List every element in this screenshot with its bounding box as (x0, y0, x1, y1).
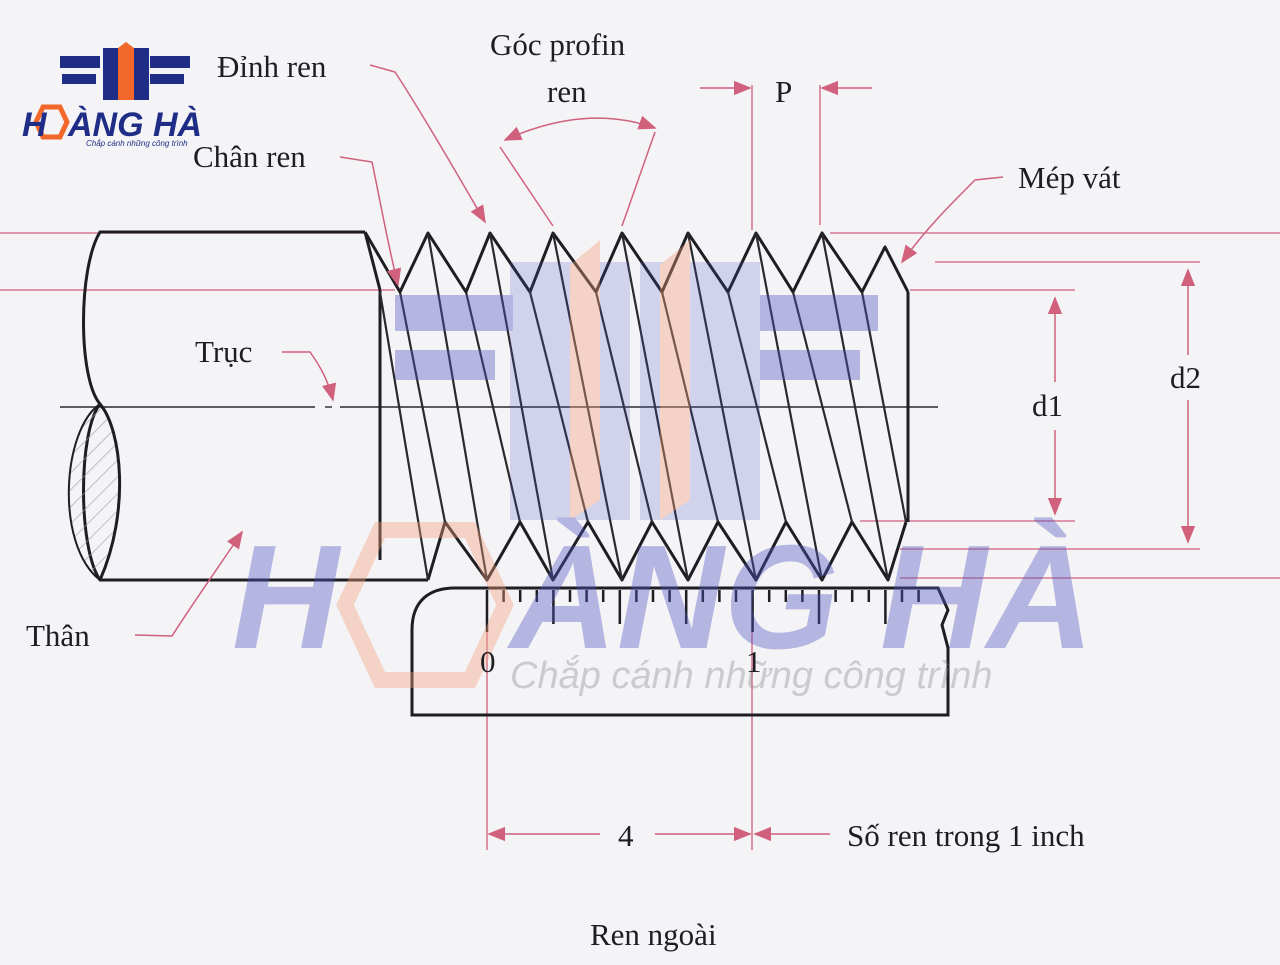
logo-brand-left: H (22, 106, 48, 144)
leader-lines (134, 64, 1004, 637)
thread-gauge (410, 586, 950, 717)
label-scale-one: 1 (746, 644, 762, 679)
label-axis: Trục (195, 334, 252, 369)
watermark-brand-left: H (232, 515, 342, 680)
gauge-ticks (485, 590, 920, 632)
dimension-arrows (487, 80, 1196, 842)
watermark-logo-mark (395, 240, 878, 520)
label-chamfer: Mép vát (1018, 160, 1121, 195)
caption-external-thread: Ren ngoài (590, 917, 717, 952)
label-threads-per-inch: Số ren trong 1 inch (847, 818, 1085, 853)
label-scale-zero: 0 (480, 644, 496, 679)
label-minor-diameter: d1 (1032, 388, 1063, 423)
label-span-count: 4 (618, 818, 634, 853)
label-profile-angle-1: Góc profin (490, 27, 626, 62)
logo-hexagon-icon (33, 104, 70, 140)
logo-mark-icon (60, 42, 190, 100)
logo-brand-right: ÀNG HÀ (67, 106, 202, 144)
label-pitch: P (775, 74, 792, 109)
label-body: Thân (26, 618, 90, 653)
thread-flanks (378, 232, 908, 581)
shaft-body (67, 230, 428, 582)
logo-tagline: Chắp cánh những công trình (86, 139, 188, 148)
guide-lines (0, 85, 1280, 850)
label-thread-root: Chân ren (193, 139, 306, 174)
watermark-brand-right: ÀNG HÀ (506, 515, 1094, 680)
watermark: H ÀNG HÀ Chắp cánh những công trình (232, 240, 1094, 697)
label-major-diameter: d2 (1170, 360, 1201, 395)
watermark-hexagon-icon (336, 522, 514, 688)
label-profile-angle-2: ren (547, 74, 587, 109)
brand-logo: H ÀNG HÀ Chắp cánh những công trình (22, 42, 202, 148)
watermark-tagline: Chắp cánh những công trình (510, 654, 993, 697)
thread-profile (363, 231, 910, 582)
label-thread-crest: Đỉnh ren (217, 49, 327, 84)
